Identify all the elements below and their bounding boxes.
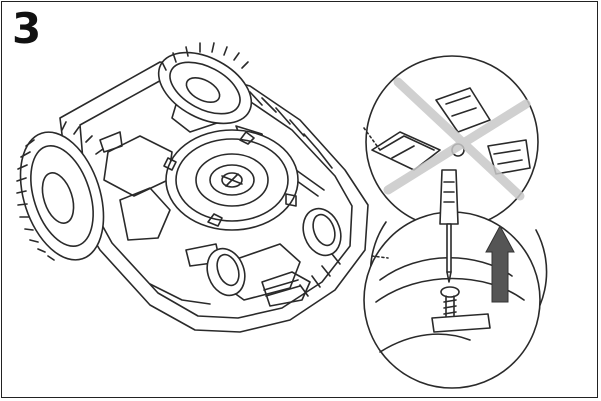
detail-circle-blades — [365, 55, 539, 229]
screwdriver-icon — [439, 169, 459, 283]
up-arrow-icon — [485, 224, 515, 303]
callout-line-bottom — [371, 255, 389, 259]
front-wheel-right — [302, 207, 342, 257]
blade-disc — [163, 129, 299, 231]
step-number: 3 — [12, 4, 41, 53]
rear-right-wheel — [157, 42, 253, 125]
crossed-out-mark — [383, 77, 531, 201]
screw-icon — [431, 286, 491, 333]
callout-line-top — [363, 127, 381, 151]
rear-left-wheel — [16, 121, 105, 261]
front-wheel-left — [206, 247, 246, 297]
